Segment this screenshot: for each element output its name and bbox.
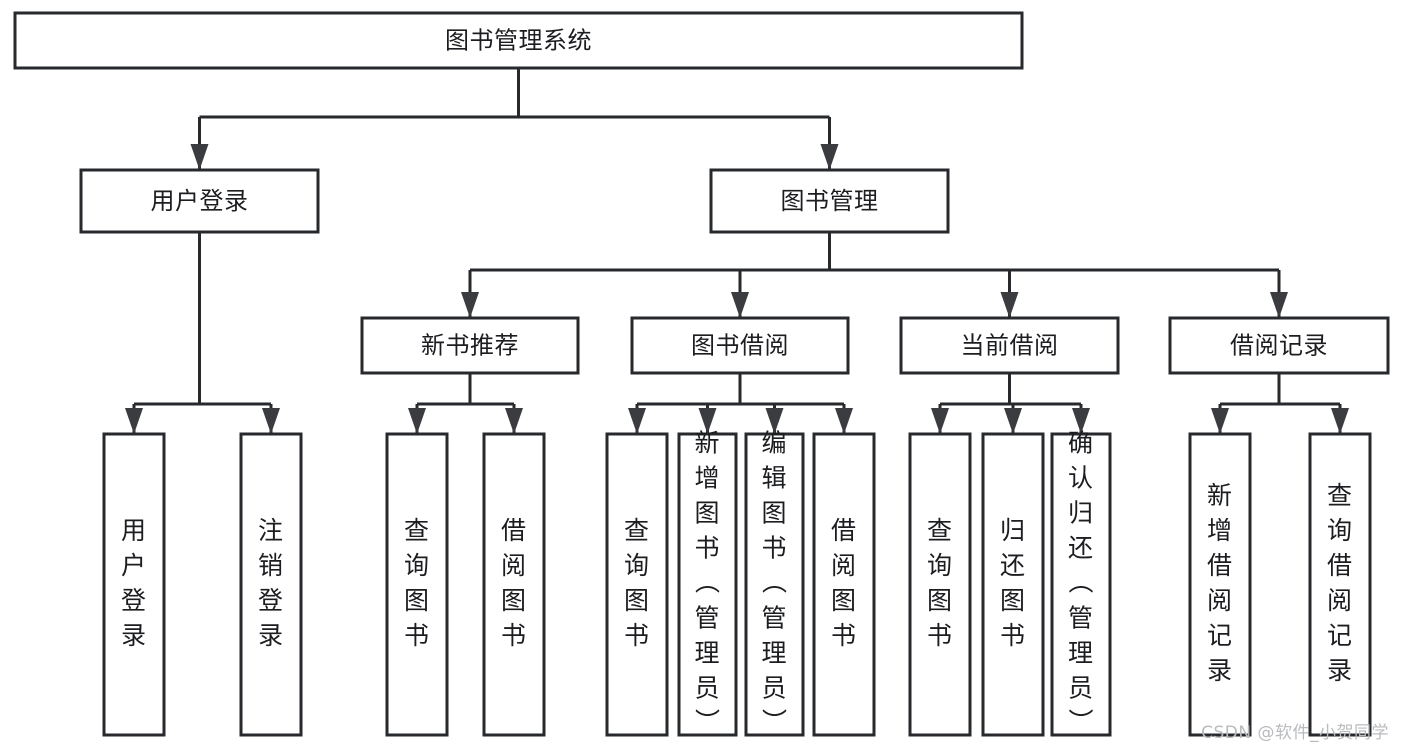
csdn-watermark: CSDN @软件_小贺同学 bbox=[1201, 723, 1389, 743]
node-leaf-10-rect bbox=[1050, 432, 1112, 737]
node-level1-1[interactable]: 图书管理 bbox=[709, 168, 950, 234]
node-level2-2-label: 当前借阅 bbox=[961, 332, 1059, 360]
node-leaf-4-rect bbox=[605, 432, 669, 737]
node-leaf-1[interactable]: 注销登录 bbox=[239, 432, 303, 737]
node-leaf-1-rect bbox=[239, 432, 303, 737]
node-level2-3-rect bbox=[1168, 316, 1390, 375]
node-level2-2[interactable]: 当前借阅 bbox=[899, 316, 1120, 375]
node-leaf-11[interactable]: 新增借阅记录 bbox=[1188, 432, 1252, 737]
nodes-layer: 图书管理系统用户登录图书管理新书推荐图书借阅当前借阅借阅记录用户登录注销登录查询… bbox=[13, 11, 1390, 738]
node-leaf-9-rect bbox=[981, 432, 1045, 737]
node-leaf-6-label: 编辑图书（管理员） bbox=[761, 429, 787, 738]
bookmgmt-to-level2-arrow-0 bbox=[461, 292, 479, 318]
level2-1-to-leaves-arrow-1 bbox=[698, 408, 717, 434]
bookmgmt-to-level2-arrow-1 bbox=[731, 292, 749, 318]
node-leaf-9-label: 归还图书 bbox=[1000, 516, 1026, 650]
node-leaf-9[interactable]: 归还图书 bbox=[981, 432, 1045, 737]
node-leaf-8[interactable]: 查询图书 bbox=[908, 432, 972, 737]
node-leaf-0-label: 用户登录 bbox=[121, 516, 147, 650]
level2-1-to-leaves-arrow-2 bbox=[765, 408, 784, 434]
node-level2-3-label: 借阅记录 bbox=[1230, 332, 1328, 360]
node-leaf-11-rect bbox=[1188, 432, 1252, 737]
level2-3-to-leaves-arrow-0 bbox=[1211, 408, 1229, 434]
node-root[interactable]: 图书管理系统 bbox=[13, 11, 1024, 70]
node-leaf-7-label: 借阅图书 bbox=[831, 516, 857, 650]
userlogin-to-leaves-arrow-0 bbox=[125, 408, 143, 434]
connectors-layer bbox=[125, 68, 1349, 434]
node-leaf-7[interactable]: 借阅图书 bbox=[812, 432, 876, 737]
level2-3-to-leaves-arrow-1 bbox=[1331, 408, 1349, 434]
node-leaf-3[interactable]: 借阅图书 bbox=[482, 432, 546, 737]
node-leaf-10[interactable]: 确认归还（管理员） bbox=[1050, 429, 1112, 738]
node-root-label: 图书管理系统 bbox=[445, 27, 592, 55]
node-leaf-10-label: 确认归还（管理员） bbox=[1068, 429, 1094, 738]
node-leaf-2-label: 查询图书 bbox=[404, 516, 430, 650]
root-to-level1-arrow-1 bbox=[820, 144, 839, 170]
node-leaf-2[interactable]: 查询图书 bbox=[385, 432, 449, 737]
node-leaf-12[interactable]: 查询借阅记录 bbox=[1308, 432, 1372, 737]
level2-2-to-leaves-arrow-1 bbox=[1004, 408, 1022, 434]
node-leaf-11-label: 新增借阅记录 bbox=[1207, 481, 1233, 685]
node-leaf-1-label: 注销登录 bbox=[258, 516, 284, 650]
node-level1-0-label: 用户登录 bbox=[151, 187, 249, 215]
node-leaf-3-rect bbox=[482, 432, 546, 737]
node-level1-0-rect bbox=[79, 168, 320, 234]
node-leaf-4[interactable]: 查询图书 bbox=[605, 432, 669, 737]
node-leaf-6-rect bbox=[744, 432, 805, 737]
bookmgmt-to-level2-arrow-2 bbox=[1000, 292, 1019, 318]
node-leaf-3-label: 借阅图书 bbox=[501, 516, 527, 650]
root-to-level1-arrow-0 bbox=[190, 144, 209, 170]
node-level1-1-rect bbox=[709, 168, 950, 234]
node-root-rect bbox=[13, 11, 1024, 70]
node-leaf-0[interactable]: 用户登录 bbox=[102, 432, 166, 737]
node-level2-1-label: 图书借阅 bbox=[691, 332, 789, 360]
node-leaf-0-rect bbox=[102, 432, 166, 737]
level2-0-to-leaves-arrow-0 bbox=[408, 408, 426, 434]
node-level2-0-rect bbox=[360, 316, 580, 375]
node-level2-3[interactable]: 借阅记录 bbox=[1168, 316, 1390, 375]
node-level2-2-rect bbox=[899, 316, 1120, 375]
bookmgmt-to-level2-arrow-3 bbox=[1270, 292, 1288, 318]
level2-1-to-leaves-arrow-0 bbox=[628, 408, 646, 434]
node-leaf-5-rect bbox=[677, 432, 738, 737]
node-leaf-5[interactable]: 新增图书（管理员） bbox=[677, 429, 738, 738]
node-level2-1-rect bbox=[630, 316, 850, 375]
node-leaf-2-rect bbox=[385, 432, 449, 737]
level2-1-to-leaves-arrow-3 bbox=[835, 408, 853, 434]
node-leaf-5-label: 新增图书（管理员） bbox=[694, 429, 720, 738]
level2-2-to-leaves-arrow-2 bbox=[1072, 408, 1090, 434]
level2-0-to-leaves-arrow-1 bbox=[505, 408, 523, 434]
node-leaf-12-label: 查询借阅记录 bbox=[1327, 481, 1353, 685]
node-leaf-8-rect bbox=[908, 432, 972, 737]
node-level1-0[interactable]: 用户登录 bbox=[79, 168, 320, 234]
node-level2-0[interactable]: 新书推荐 bbox=[360, 316, 580, 375]
node-leaf-8-label: 查询图书 bbox=[927, 516, 953, 650]
node-level2-0-label: 新书推荐 bbox=[421, 332, 519, 360]
node-leaf-7-rect bbox=[812, 432, 876, 737]
node-leaf-6[interactable]: 编辑图书（管理员） bbox=[744, 429, 805, 738]
node-level1-1-label: 图书管理 bbox=[781, 187, 879, 215]
node-leaf-4-label: 查询图书 bbox=[624, 516, 650, 650]
node-level2-1[interactable]: 图书借阅 bbox=[630, 316, 850, 375]
userlogin-to-leaves-arrow-1 bbox=[262, 408, 280, 434]
node-leaf-12-rect bbox=[1308, 432, 1372, 737]
level2-2-to-leaves-arrow-0 bbox=[931, 408, 949, 434]
